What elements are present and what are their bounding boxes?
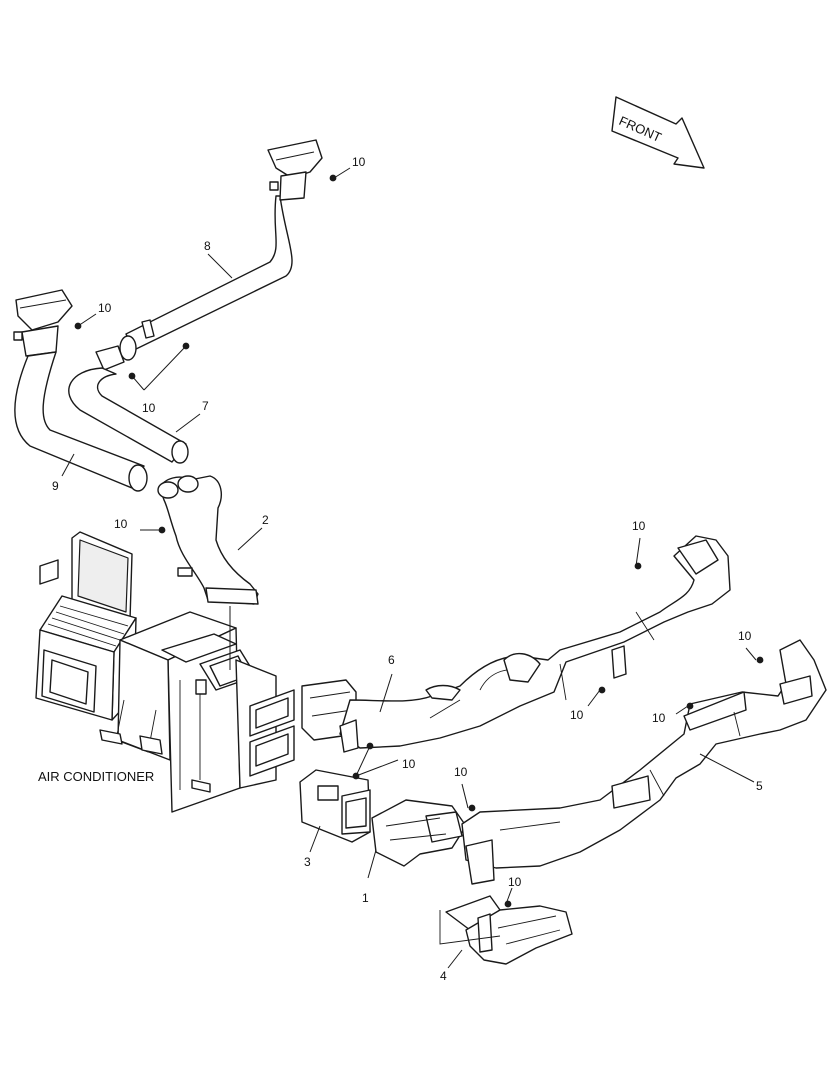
front-arrow: FRONT: [611, 96, 705, 169]
callout-10-c: 10: [142, 401, 156, 415]
callout-10-g: 10: [570, 708, 584, 722]
callout-5: 5: [756, 779, 763, 793]
duct-part-1: [371, 799, 467, 867]
callout-10-h: 10: [652, 711, 666, 725]
callout-10-e: 10: [632, 519, 646, 533]
duct-part-7: [68, 345, 189, 464]
callout-8: 8: [204, 239, 211, 253]
air-conditioner-label: AIR CONDITIONER: [38, 769, 154, 784]
duct-part-3: [299, 769, 371, 843]
callout-9: 9: [52, 479, 59, 493]
duct-part-6: [301, 535, 731, 753]
callout-3: 3: [304, 855, 311, 869]
leader-lines: [61, 167, 757, 969]
callout-10-d: 10: [114, 517, 128, 531]
screws: [74, 174, 764, 908]
callout-10-k: 10: [508, 875, 522, 889]
callout-10-f: 10: [738, 629, 752, 643]
callout-10-j: 10: [454, 765, 468, 779]
callout-7: 7: [202, 399, 209, 413]
callout-1: 1: [362, 891, 369, 905]
duct-part-5: [461, 639, 827, 885]
duct-part-8: [119, 139, 323, 361]
callout-2: 2: [262, 513, 269, 527]
callout-10-b: 10: [98, 301, 112, 315]
callout-10-i: 10: [402, 757, 416, 771]
duct-part-9: [13, 289, 148, 492]
callout-10-a: 10: [352, 155, 366, 169]
callout-6: 6: [388, 653, 395, 667]
duct-part-2: [157, 475, 259, 605]
duct-part-4: [439, 895, 573, 965]
callout-4: 4: [440, 969, 447, 983]
air-conditioner-unit: [35, 531, 295, 813]
